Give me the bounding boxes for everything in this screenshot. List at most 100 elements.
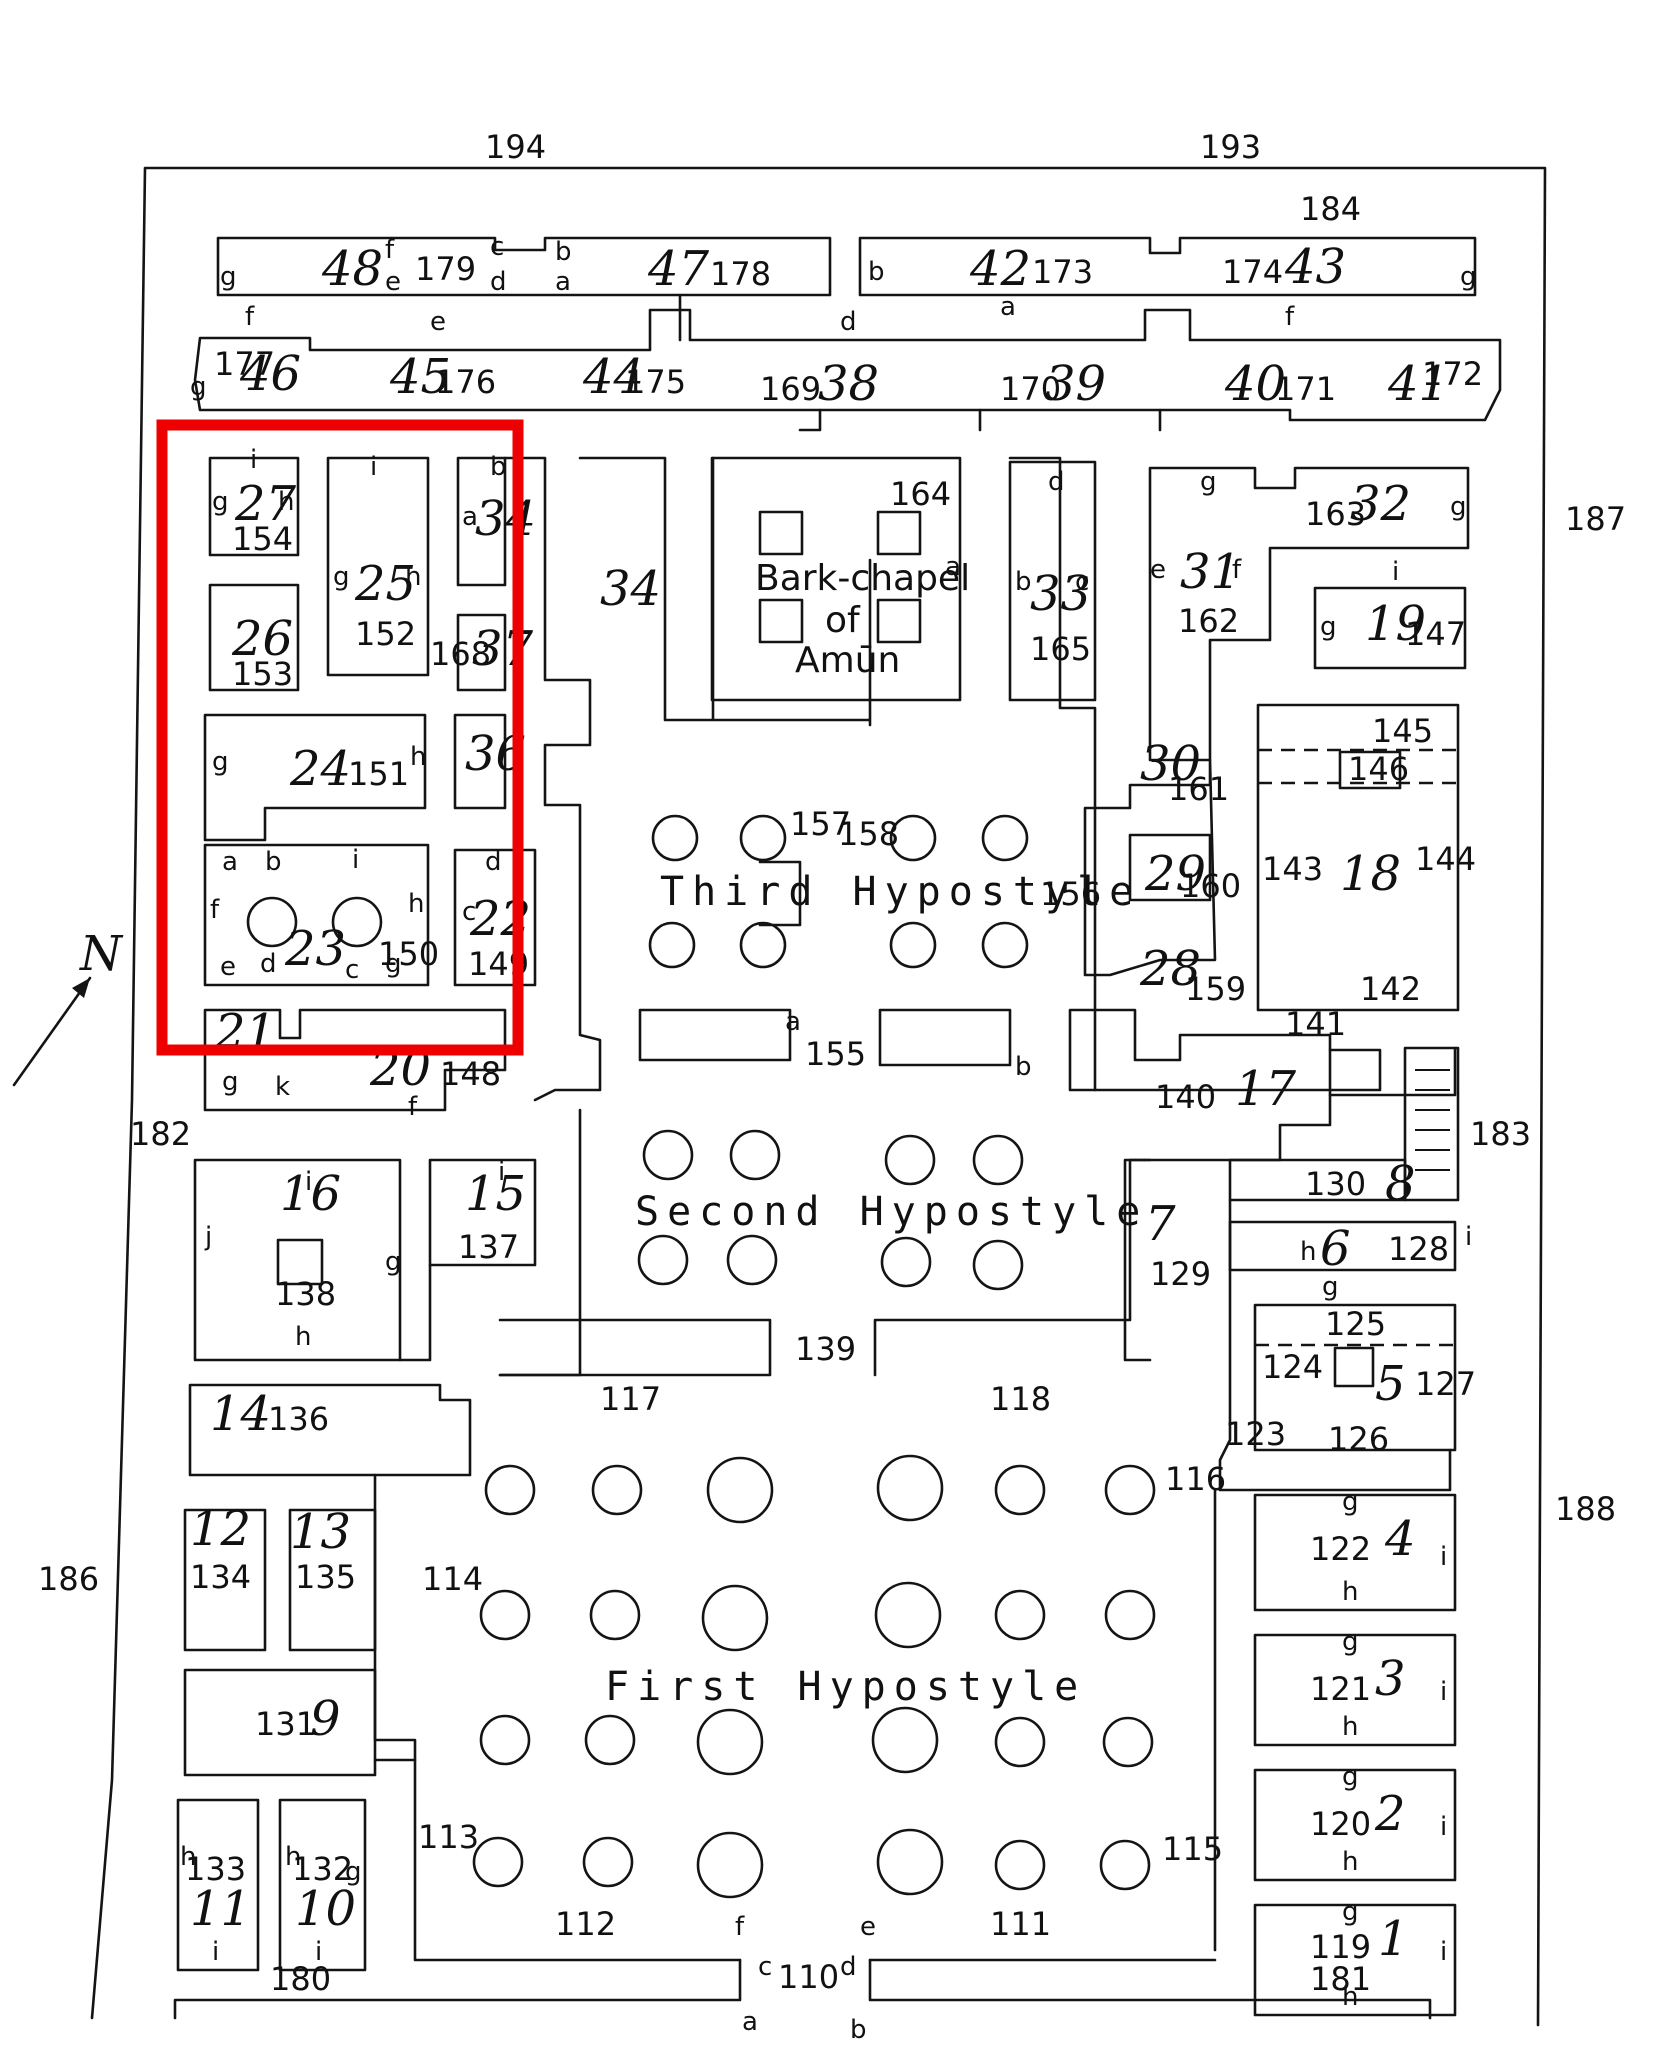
wall-letter: i [1465, 1222, 1472, 1252]
number-label: 182 [130, 1115, 191, 1153]
number-label: 155 [805, 1035, 866, 1073]
number-label: 141 [1285, 1005, 1346, 1043]
number-label: 137 [458, 1228, 519, 1266]
room-number: 29 [1144, 846, 1206, 902]
number-label: 115 [1162, 1830, 1223, 1868]
number-label: 126 [1328, 1420, 1389, 1458]
room-number: 4 [1384, 1511, 1416, 1567]
wall-letter: a [462, 502, 478, 532]
room-number: 32 [1350, 476, 1411, 532]
right-lower-chapels [1213, 1488, 1457, 2017]
wall-letter: i [1440, 1677, 1447, 1707]
number-label: 163 [1305, 495, 1366, 533]
north-arrow: N [12, 926, 124, 1087]
number-label: 164 [890, 475, 951, 513]
left-lower-chapels [176, 1158, 1217, 1972]
wall-letter: i [1440, 1542, 1447, 1572]
room-number: 48 [321, 241, 383, 297]
room-number: 7 [1145, 1196, 1176, 1252]
number-label: 173 [1032, 253, 1093, 291]
number-label: 136 [268, 1400, 329, 1438]
wall-letter: d [260, 949, 277, 979]
wall-letter: f [1285, 302, 1295, 332]
second-hypostyle-label: Second Hypostyle [635, 1189, 1148, 1235]
wall-letter: g [385, 1247, 402, 1277]
number-label: 146 [1348, 750, 1409, 788]
room-number: 34 [600, 561, 661, 617]
wall-letter: g [333, 562, 350, 592]
number-label: 188 [1555, 1490, 1616, 1528]
room-number: 46 [239, 346, 301, 402]
room-number: 14 [210, 1386, 271, 1442]
room-number: 28 [1139, 941, 1201, 997]
number-label: 114 [422, 1560, 483, 1598]
wall-letter: a [945, 552, 961, 582]
number-label: 128 [1388, 1230, 1449, 1268]
number-label: 125 [1325, 1305, 1386, 1343]
number-label: 148 [440, 1055, 501, 1093]
number-label: 112 [555, 1905, 616, 1943]
room-number: 40 [1224, 356, 1286, 412]
wall-letter: g [1320, 612, 1337, 642]
highlight-box [156, 419, 524, 1056]
number-label: 117 [600, 1380, 661, 1418]
wall-letter: b [1015, 1052, 1032, 1082]
number-label: 132 [292, 1850, 353, 1888]
room-number: 27 [234, 476, 297, 532]
room-number: 41 [1387, 356, 1449, 412]
space-numbers: 179 178 173 174 177 176 175 169 170 171 … [185, 250, 1483, 1996]
number-label: 171 [1275, 370, 1336, 408]
number-label: 193 [1200, 128, 1261, 166]
wall-letter: a [555, 267, 571, 297]
wall-letter: f [210, 895, 220, 925]
number-label: 159 [1185, 970, 1246, 1008]
wall-letter: c [345, 955, 359, 985]
wall-letter: d [490, 267, 507, 297]
wall-letter: c [462, 897, 476, 927]
wall-letter: h [1342, 1577, 1358, 1607]
number-label: 119 [1310, 1928, 1371, 1966]
room-number: 6 [1320, 1221, 1351, 1277]
wall-letter: b [490, 452, 507, 482]
room-number: 30 [1140, 736, 1201, 792]
wall-letter: k [275, 1072, 290, 1102]
number-label: 127 [1415, 1365, 1476, 1403]
number-label: 156 [1040, 875, 1101, 913]
number-label: 168 [430, 635, 491, 673]
room-number: 18 [1340, 846, 1401, 902]
wall-letter: g [385, 949, 402, 979]
wall-letter: i [305, 1167, 312, 1197]
room-number: 5 [1375, 1356, 1406, 1412]
room-number: 25 [354, 556, 416, 612]
number-label: 138 [275, 1275, 336, 1313]
first-hypostyle-columns [472, 1454, 1156, 1899]
room-number: 45 [389, 349, 451, 405]
second-hypostyle-columns [637, 1129, 1024, 1291]
number-label: 121 [1310, 1670, 1371, 1708]
wall-letter: h [410, 742, 426, 772]
third-hypostyle-label: Third Hypostyle [660, 869, 1141, 915]
room-number: 38 [818, 356, 879, 412]
wall-letter: d [1048, 467, 1065, 497]
number-label: 122 [1310, 1530, 1371, 1568]
wall-letter: g [1450, 492, 1467, 522]
number-label: 111 [990, 1905, 1051, 1943]
number-label: 124 [1262, 1348, 1323, 1386]
wall-letter: h [278, 487, 294, 517]
wall-letter: g [212, 487, 229, 517]
wall-letter: i [250, 445, 257, 475]
number-label: 181 [1310, 1960, 1371, 1998]
wall-letter: g [345, 1857, 362, 1887]
third-hypostyle-columns [648, 814, 1029, 969]
number-label: 135 [295, 1558, 356, 1596]
room-number: 17 [1235, 1061, 1297, 1117]
number-label: 179 [415, 250, 476, 288]
number-label: 178 [710, 255, 771, 293]
wall-letter: g [190, 372, 207, 402]
room-number: 31 [1180, 544, 1241, 600]
top-chapel-row [193, 236, 1502, 432]
wall-letter: c [490, 232, 504, 262]
room-number: 44 [582, 349, 644, 405]
number-label: 169 [760, 370, 821, 408]
number-label: 142 [1360, 970, 1421, 1008]
